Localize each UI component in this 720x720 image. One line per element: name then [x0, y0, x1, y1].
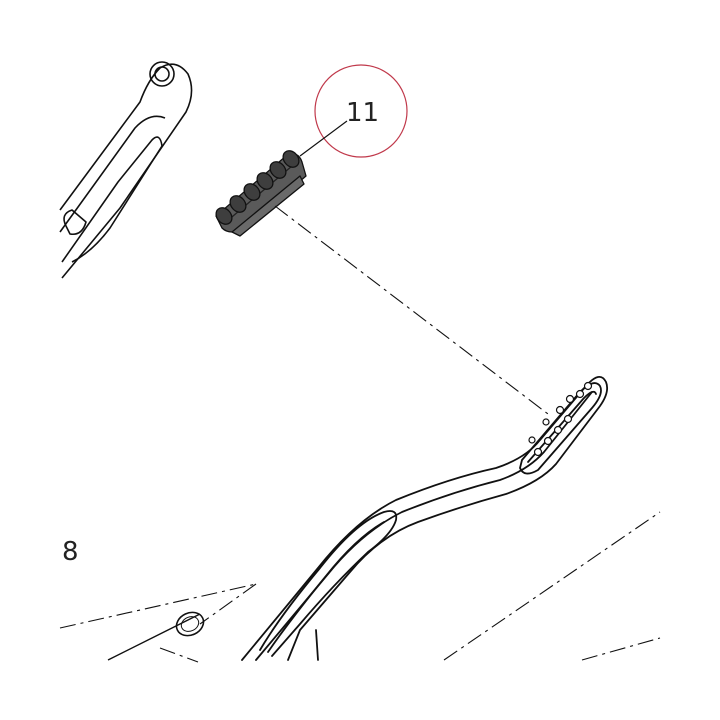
lower-rod — [107, 613, 201, 661]
upper-lever-arm — [59, 61, 193, 279]
assembly-line — [274, 205, 549, 415]
rubber-pad-part — [215, 150, 307, 237]
pedal-pad-holes — [528, 381, 593, 457]
small-ring-inner — [180, 616, 200, 632]
pedal-lever — [241, 376, 609, 661]
callout-highlight-circle — [314, 64, 408, 158]
lower-assembly-lines — [59, 511, 661, 663]
pad-ribs — [215, 150, 300, 225]
callout-11-leader — [299, 120, 348, 157]
small-ring-part — [175, 611, 205, 637]
callout-11-label: 11 — [346, 98, 379, 128]
callout-8-label: 8 — [62, 537, 79, 567]
